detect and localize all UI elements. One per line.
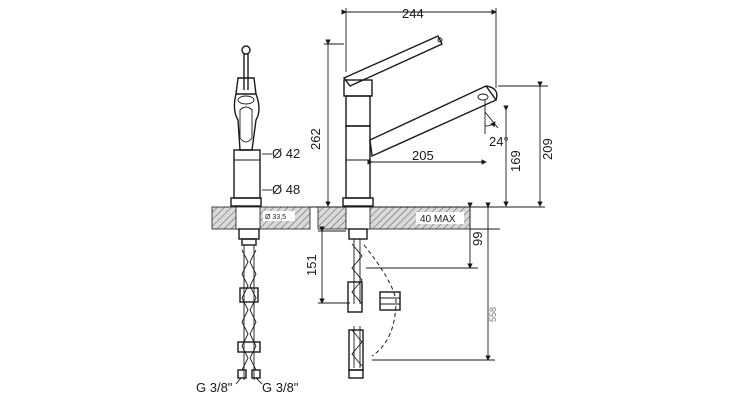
- dim-total-height: 262: [308, 128, 323, 150]
- dim-overall-width: 244: [402, 6, 424, 21]
- countertop-front: [211, 206, 311, 230]
- lever-arm: [342, 35, 443, 87]
- flex-hoses-front: [237, 245, 261, 380]
- spout: [369, 85, 498, 158]
- front-view: Ø 42 Ø 48 Ø 33,5 G 3/8" G 3/8": [196, 45, 311, 395]
- flex-hoses-side: [347, 239, 364, 379]
- base-front: [230, 197, 262, 207]
- body-column: [345, 125, 371, 199]
- dim-base-diameter: Ø 48: [272, 182, 300, 197]
- dim-max-thickness: 40 MAX: [420, 214, 456, 225]
- column-front: [233, 149, 261, 199]
- dim-hose-long: 558: [488, 307, 498, 322]
- side-view: 244 24° 205 262 169 209: [304, 6, 555, 379]
- dim-shank-length: 99: [470, 232, 485, 246]
- dim-hole-diameter: Ø 33,5: [265, 214, 286, 221]
- dim-hose-short: 151: [304, 254, 319, 276]
- connection-label-left: G 3/8": [196, 380, 233, 395]
- lever-knob: [241, 45, 251, 55]
- lever-stem: [243, 54, 249, 90]
- dim-spout-reach: 205: [412, 148, 434, 163]
- hose-weight: [379, 291, 401, 311]
- dim-spout-height: 169: [508, 150, 523, 172]
- connection-label-right: G 3/8": [262, 380, 299, 395]
- hose-travel-path: [363, 244, 397, 357]
- dim-outlet-height: 209: [540, 138, 555, 160]
- dim-body-diameter: Ø 42: [272, 146, 300, 161]
